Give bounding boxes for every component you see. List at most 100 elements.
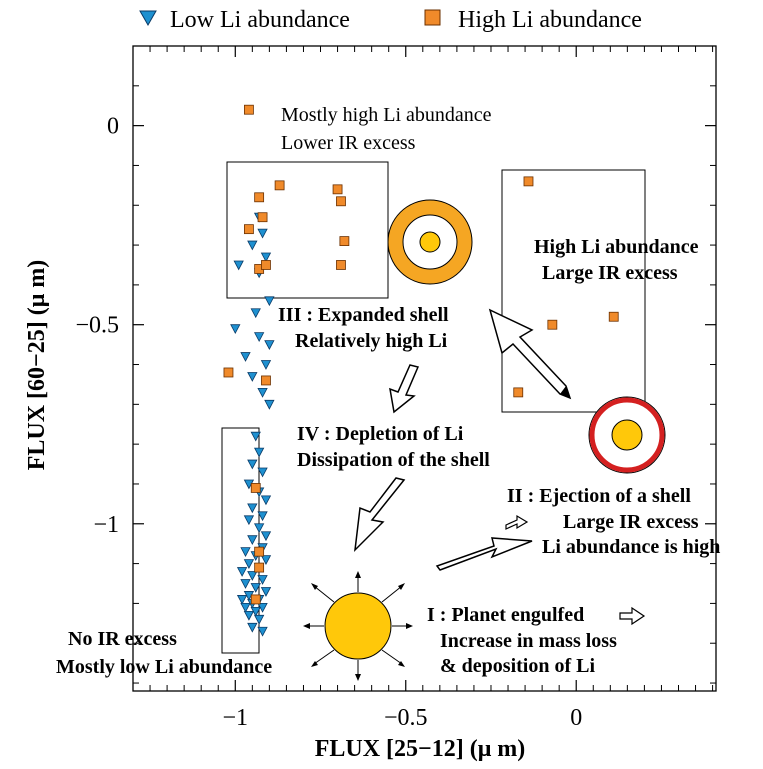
high-li-point (261, 375, 271, 386)
x-axis-label: FLUX [25−12] (μ m) (315, 736, 526, 762)
legend-low-li-label: Low Li abundance (170, 7, 350, 33)
legend-high-li-label: High Li abundance (458, 7, 642, 33)
low-li-point (243, 559, 255, 569)
ejected-shell-ring (589, 397, 665, 473)
low-li-point (260, 360, 272, 370)
low-li-point (257, 511, 268, 522)
low-li-point (260, 495, 272, 506)
x-tick-label: −0.5 (384, 705, 428, 731)
y-tick-label: −0.5 (75, 313, 119, 339)
arrow-to-expanded-shell (488, 308, 572, 400)
high-li-point (257, 212, 268, 223)
annotation-stage-iii-line2: Relatively high Li (295, 330, 448, 352)
annotation-stage-iv-line2: Dissipation of the shell (297, 449, 490, 471)
right-group-box (501, 169, 646, 413)
high-li-point (250, 483, 261, 493)
low-li-point (257, 467, 268, 478)
low-li-point (257, 575, 268, 585)
low-li-point (264, 340, 275, 350)
low-li-point (240, 547, 251, 558)
low-li-point (260, 531, 272, 542)
high-li-point (223, 367, 234, 378)
low-li-point (264, 399, 275, 410)
annotation-stage-ii-line1: II : Ejection of a shell (507, 485, 691, 507)
legend: Low Li abundance High Li abundance (139, 7, 642, 33)
arrow-to-dissipation (353, 477, 406, 553)
plot-frame (132, 45, 717, 692)
arrow-planet-engulfed (619, 606, 646, 626)
low-li-point (257, 228, 268, 239)
annotation-right-group-line2: Large IR excess (542, 262, 678, 284)
low-li-point (260, 587, 272, 597)
low-li-point (250, 308, 261, 319)
arrow-large-ir (505, 514, 529, 530)
x-tick-label: −1 (223, 705, 249, 731)
low-li-point (247, 503, 258, 514)
low-li-point (260, 252, 272, 263)
low-li-point (260, 555, 272, 565)
low-li-point (236, 595, 248, 605)
high-li-point (336, 260, 346, 270)
engulfing-star-diagram (303, 571, 413, 681)
low-li-point (264, 296, 275, 307)
low-li-point (240, 579, 251, 589)
mass-loss-arrowheads (303, 571, 413, 681)
annotation-bottom-group-line2: Mostly low Li abundance (56, 656, 272, 678)
expanded-shell-star (419, 231, 441, 253)
high-li-point (254, 546, 265, 557)
high-li-point (513, 387, 524, 398)
high-li-point (254, 192, 265, 203)
data-points (223, 104, 619, 637)
high-li-point (523, 176, 534, 187)
high-li-point (332, 184, 343, 195)
high-li-point (339, 236, 350, 246)
y-tick-label: 0 (107, 114, 119, 140)
low-li-point (250, 431, 261, 442)
high-li-point (244, 104, 254, 115)
low-li-point (247, 622, 258, 633)
annotation-top-group-line2: Lower IR excess (281, 132, 416, 154)
annotation-right-group-line1: High Li abundance (534, 236, 699, 258)
low-li-point (240, 602, 251, 613)
high-li-point (547, 319, 558, 330)
annotation-stage-i-line3: & deposition of Li (440, 655, 595, 677)
high-li-point (608, 311, 619, 322)
low-li-point (247, 372, 258, 382)
annotation-bottom-group-line1: No IR excess (68, 628, 177, 650)
low-li-point (253, 523, 265, 534)
low-li-point (253, 332, 265, 343)
low-li-point (230, 324, 241, 335)
low-li-point (247, 571, 258, 581)
annotation-stage-i-line2: Increase in mass loss (440, 630, 617, 652)
bottom-group-box (221, 427, 260, 654)
low-li-point (243, 515, 255, 526)
high-li-point (244, 224, 254, 235)
engulfing-star (324, 592, 392, 660)
annotation-stage-ii-line3: Li abundance is high (542, 536, 720, 558)
low-li-point (250, 583, 261, 593)
low-li-point (257, 626, 268, 637)
low-li-point (247, 535, 258, 546)
high-li-point (254, 562, 265, 573)
legend-high-li-marker (424, 9, 441, 26)
arrow-to-ejection (435, 537, 533, 571)
ejected-shell-diagram (588, 396, 666, 474)
low-li-point (243, 610, 255, 621)
annotation-stage-i-line1: I : Planet engulfed (427, 604, 584, 626)
arrow-to-depletion (389, 364, 420, 414)
y-tick-label: −1 (93, 512, 119, 538)
top-group-box (226, 161, 389, 299)
low-li-point (240, 352, 251, 362)
low-li-point (233, 260, 244, 271)
annotation-stage-iv-line1: IV : Depletion of Li (297, 423, 464, 445)
annotation-stage-iii-line1: III : Expanded shell (278, 304, 449, 326)
expanded-shell-diagram (387, 199, 473, 285)
high-li-point (336, 196, 346, 207)
evolution-arrows (353, 308, 646, 626)
annotation-top-group-line1: Mostly high Li abundance (281, 104, 492, 126)
y-axis-label: FLUX [60−25] (μ m) (24, 260, 50, 471)
annotation-stage-ii-line2: Large IR excess (563, 511, 699, 533)
high-li-point (261, 260, 271, 270)
